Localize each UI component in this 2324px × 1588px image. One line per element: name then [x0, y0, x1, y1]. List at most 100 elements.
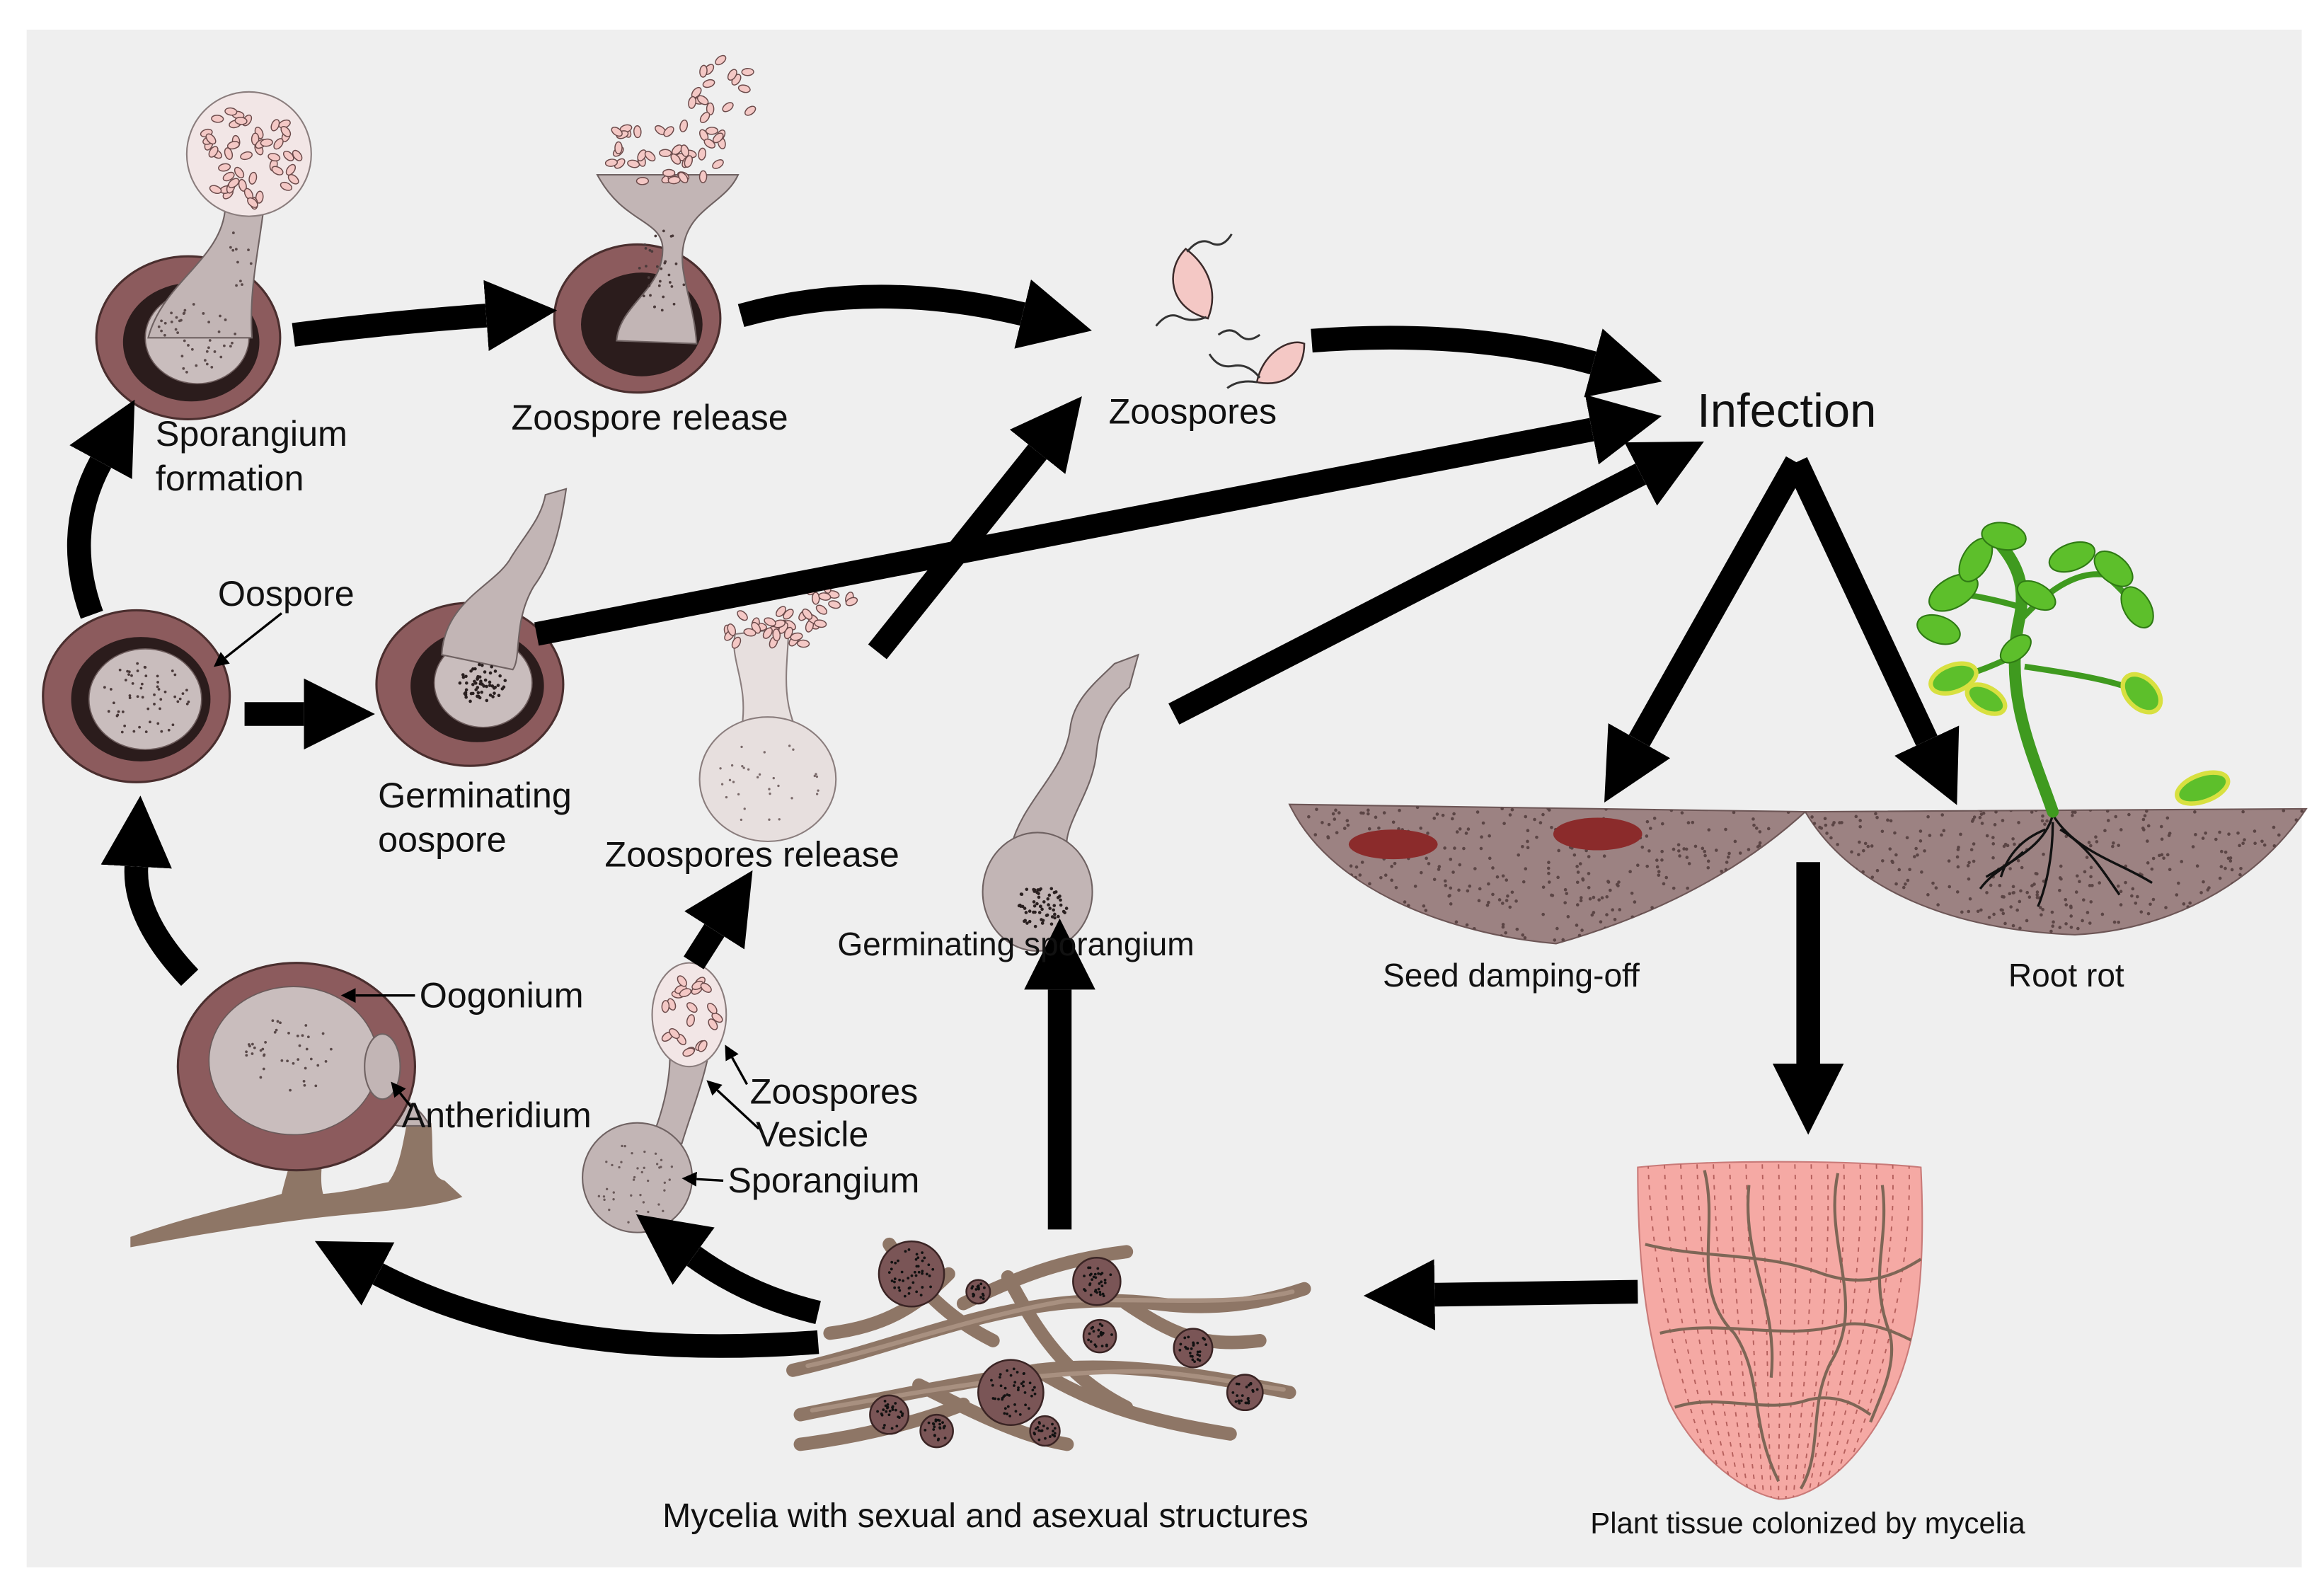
soil-particle: [1466, 827, 1471, 831]
speckle: [652, 305, 656, 309]
speckle: [224, 318, 227, 321]
soil-particle: [1561, 938, 1565, 942]
speckle: [1032, 1386, 1036, 1389]
speckle: [1022, 1380, 1025, 1383]
cytoplasm-speckles: [458, 662, 507, 703]
soil-particle: [2193, 810, 2197, 814]
speckle: [648, 248, 652, 252]
soil-particle: [1556, 875, 1560, 880]
speckle: [925, 1272, 928, 1276]
soil-particle: [2236, 831, 2240, 835]
soil-particle: [2098, 881, 2102, 885]
soil-particle: [1972, 815, 1977, 819]
speckle: [262, 1067, 265, 1071]
speckle: [261, 1047, 265, 1051]
speckle: [740, 818, 743, 822]
speckle: [479, 679, 483, 684]
speckle: [670, 1165, 674, 1168]
speckle: [471, 683, 475, 686]
soil-particle: [2105, 809, 2110, 813]
soil-particle: [1443, 846, 1446, 850]
speckle: [719, 767, 722, 770]
speckle: [292, 1061, 295, 1065]
speckle: [768, 818, 771, 821]
speckle: [241, 283, 243, 287]
speckle: [1185, 1347, 1188, 1350]
soil-particle: [2086, 911, 2090, 914]
speckle: [915, 1290, 919, 1294]
soil-particle: [1676, 843, 1681, 847]
speckle: [1098, 1282, 1101, 1285]
speckle: [1247, 1396, 1250, 1400]
speckle: [647, 1210, 650, 1214]
speckle: [476, 694, 480, 698]
soil-particle: [1928, 834, 1932, 837]
speckle: [163, 321, 167, 325]
zoospore: [659, 149, 672, 157]
soil-particle: [2277, 833, 2281, 837]
speckle: [630, 1194, 633, 1197]
soil-particle: [1393, 861, 1397, 865]
soil-particle: [2089, 900, 2093, 904]
speckle: [880, 1412, 883, 1415]
hypha: [1001, 1270, 1134, 1415]
soil-particle: [1866, 844, 1870, 848]
speckle: [1051, 1433, 1054, 1437]
speckle: [817, 789, 819, 792]
zoospore: [247, 197, 258, 208]
speckle: [914, 1274, 918, 1277]
soil-particle: [1535, 835, 1538, 839]
arrow-zoospore-release-to-zoospores: [737, 279, 1092, 349]
speckle: [627, 1221, 630, 1224]
soil-particle: [2002, 895, 2006, 899]
soil-particle: [1458, 827, 1462, 831]
soil-particle: [1967, 877, 1971, 881]
speckle: [1024, 1403, 1027, 1407]
soil-particle: [1967, 909, 1971, 914]
soil-particle: [1397, 827, 1400, 831]
speckle: [927, 1263, 931, 1267]
speckle: [1255, 1388, 1259, 1391]
speckle: [231, 248, 235, 252]
zoospore: [280, 125, 292, 137]
speckle: [207, 321, 210, 323]
speckle: [1196, 1350, 1200, 1354]
cycle-arrows: [67, 279, 1960, 1358]
speckle: [297, 1058, 300, 1061]
soil-particle: [2148, 902, 2152, 907]
soil-particle: [1754, 827, 1759, 830]
zoospore-cluster: [661, 975, 723, 1057]
zoospore: [211, 115, 224, 123]
speckle: [1034, 1427, 1037, 1430]
soil-particle: [1955, 855, 1960, 859]
soil-particle: [2228, 856, 2233, 860]
soil-particle: [1342, 827, 1347, 830]
soil-particle: [1514, 899, 1518, 903]
speckle: [478, 675, 482, 679]
zoospore: [703, 138, 716, 149]
speckle: [728, 778, 732, 781]
speckle: [1020, 1382, 1023, 1386]
speckle: [235, 284, 238, 287]
speckle: [921, 1272, 924, 1275]
speckle: [1031, 1388, 1035, 1392]
zoospore: [1172, 248, 1214, 320]
speckle: [1053, 1432, 1057, 1435]
cell-wall-line: [1680, 1164, 1735, 1500]
speckle: [612, 1191, 615, 1194]
speckle: [1006, 1405, 1010, 1408]
arrow-mycelia-to-sporangium: [635, 1214, 821, 1324]
soil-particle: [1660, 849, 1664, 853]
soil-particle: [2003, 921, 2007, 926]
soil-particle: [2081, 898, 2086, 902]
soil-particle: [1726, 855, 1730, 859]
speckle: [1198, 1359, 1202, 1362]
soil-particle: [1655, 858, 1659, 862]
soil-particle: [1617, 880, 1621, 884]
soil-particle: [1991, 842, 1996, 846]
speckle: [1088, 1332, 1091, 1335]
speckle: [643, 1150, 646, 1153]
pointer-antheridium: [391, 1081, 413, 1109]
zoospore: [662, 168, 676, 178]
soil-particle: [2094, 835, 2098, 839]
